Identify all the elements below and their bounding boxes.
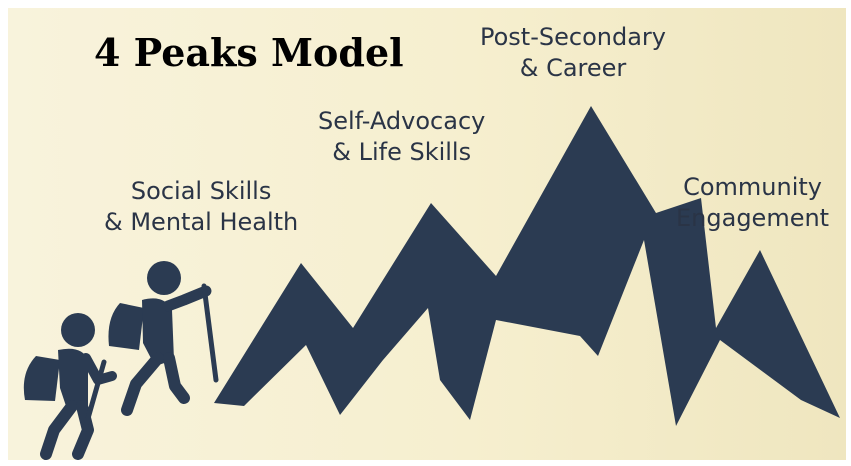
hikers-icon [23,261,219,460]
peak-label-social-skills: Social Skills & Mental Health [104,176,298,237]
mountain-range-icon [214,106,840,426]
peak-label-line: Community [683,173,822,201]
peak-label-line: Engagement [676,203,830,232]
diagram-panel: 4 Peaks Model Social Skills & Mental Hea… [8,8,846,460]
diagram-title: 4 Peaks Model [94,30,404,75]
diagram-art [23,106,840,460]
peak-label-line: Social Skills [130,177,272,205]
peak-label-line: & Life Skills [332,137,472,166]
peak-label-line: & Mental Health [104,207,299,236]
peak-label-line: & Career [519,53,627,82]
peak-label-line: Self-Advocacy [318,107,486,135]
peak-label-post-secondary: Post-Secondary & Career [480,22,666,83]
hiker-front-icon [23,313,117,460]
peak-label-self-advocacy: Self-Advocacy & Life Skills [318,106,485,167]
peak-label-line: Post-Secondary [480,23,666,51]
peak-label-community: Community Engagement [676,172,829,233]
hiker-rear-icon [108,261,219,416]
